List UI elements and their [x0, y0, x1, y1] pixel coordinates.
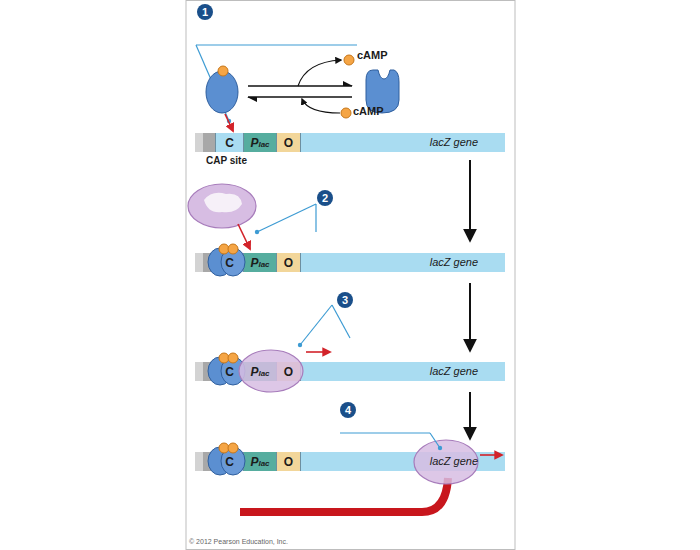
polymerase-highlight	[204, 193, 242, 212]
leader-line	[332, 305, 350, 338]
camp-molecule	[218, 66, 228, 76]
step-arrow	[469, 392, 471, 438]
region-label: lacZ gene	[430, 456, 478, 467]
callout-number: 4	[340, 402, 356, 418]
copyright-note: © 2012 Pearson Education, Inc.	[189, 538, 288, 545]
cap-protein	[206, 71, 238, 113]
region-label: C	[225, 257, 234, 269]
region-label: lacZ gene	[430, 257, 478, 268]
region-label: Plac	[250, 366, 269, 378]
region-label: O	[284, 366, 293, 378]
site-label: CAP site	[206, 156, 247, 166]
dna-region: O	[276, 133, 300, 152]
region-label: C	[225, 456, 234, 468]
region-label: Plac	[250, 257, 269, 269]
rna-polymerase	[239, 350, 303, 392]
dna-region: O	[276, 253, 300, 272]
region-label: Plac	[250, 137, 269, 149]
dna-end	[195, 362, 203, 381]
dna-region: C	[215, 133, 243, 152]
dna-region: O	[276, 452, 300, 471]
equilibrium-arrow	[248, 96, 352, 97]
camp-molecule	[344, 55, 354, 65]
mrna-strand	[240, 478, 448, 512]
molecule-label: cAMP	[353, 106, 384, 117]
equilibrium-arrow	[248, 85, 352, 86]
dna-region: lacZ gene	[300, 253, 505, 272]
dna-region: Plac	[243, 452, 276, 471]
leader-line	[315, 204, 316, 232]
leader-dot	[255, 230, 259, 234]
callout-badge	[197, 4, 213, 20]
dna-end	[195, 133, 203, 152]
binding-arrow	[238, 224, 250, 249]
binding-arrow	[225, 114, 233, 131]
region-label: C	[225, 137, 234, 149]
binding-arrow	[302, 99, 340, 113]
step-arrow	[469, 283, 471, 350]
release-arrow	[298, 60, 341, 86]
dna-end	[195, 253, 203, 272]
callout-number: 1	[197, 4, 213, 20]
cap-camp-complex	[208, 443, 245, 475]
dna-region: Plac	[243, 253, 276, 272]
dna-region: lacZ gene	[300, 362, 505, 381]
callout-number: 2	[317, 190, 333, 206]
callout-number: 3	[337, 292, 353, 308]
leader-line	[196, 44, 357, 45]
dna-end	[195, 133, 215, 152]
rna-polymerase	[414, 440, 478, 484]
leader-line	[340, 432, 430, 433]
leader-line	[257, 204, 316, 232]
callout-badge	[337, 292, 353, 308]
panel-frame	[186, 1, 515, 550]
leader-dot	[298, 343, 302, 347]
direction-arrow	[480, 454, 502, 456]
molecule-label: cAMP	[357, 50, 388, 61]
leader-line	[300, 305, 332, 345]
camp-molecule	[341, 108, 351, 118]
leader-line	[430, 433, 440, 448]
dna-end	[195, 452, 203, 471]
dna-region: Plac	[243, 133, 276, 152]
direction-arrow	[306, 351, 330, 353]
region-label: lacZ gene	[430, 366, 478, 377]
callout-badge	[340, 402, 356, 418]
region-label: lacZ gene	[430, 137, 478, 148]
region-label: O	[284, 456, 293, 468]
cap-camp-complex	[208, 244, 245, 276]
step-arrow	[469, 160, 471, 240]
region-label: O	[284, 257, 293, 269]
callout-badge	[317, 190, 333, 206]
region-label: O	[284, 137, 293, 149]
region-label: Plac	[250, 456, 269, 468]
rna-polymerase	[188, 184, 256, 228]
dna-region: lacZ gene	[300, 133, 505, 152]
region-label: C	[225, 366, 234, 378]
leader-dot	[438, 446, 442, 450]
